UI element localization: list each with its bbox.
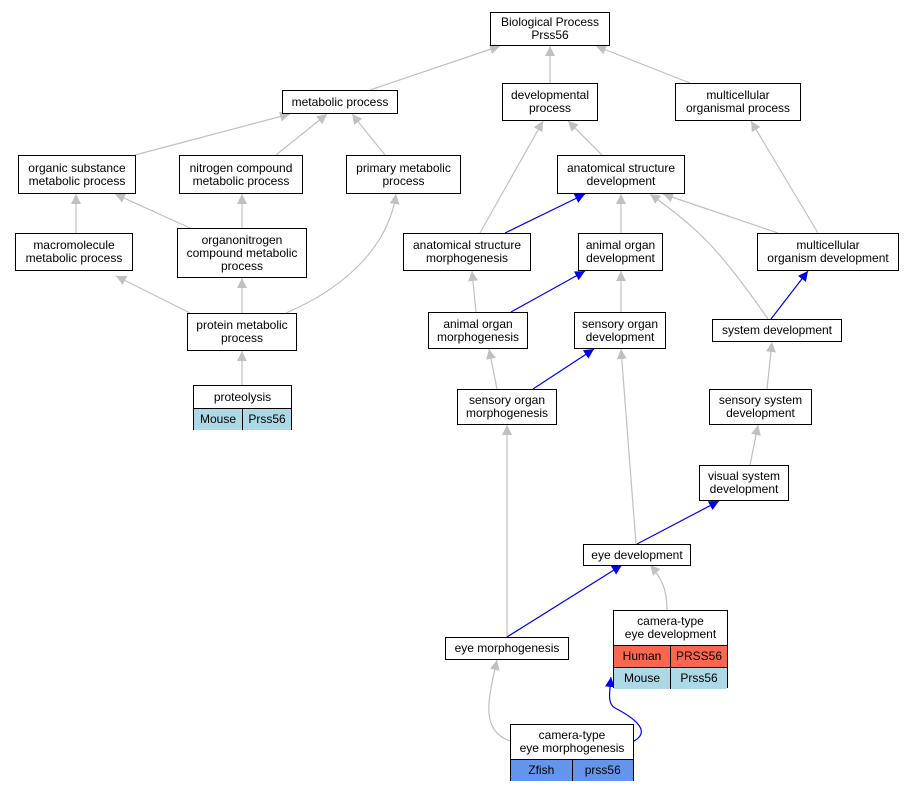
node-eye-development[interactable]: eye development — [583, 544, 691, 566]
node-label: eye development — [591, 547, 683, 562]
annotation-row: Mouse Prss56 — [614, 667, 727, 689]
gene-cell: Prss56 — [242, 409, 291, 430]
edge-eye-dev-to-visual — [636, 500, 720, 545]
node-protein-metabolic-process[interactable]: protein metabolic process — [187, 313, 297, 351]
node-label: multicellular organism development — [767, 238, 889, 265]
edge-system-dev-to-anat-dev — [649, 193, 769, 320]
edge-anat-dev-to-developmental — [567, 120, 603, 156]
node-label: proteolysis — [213, 389, 272, 404]
annotation-row: Human PRSS56 — [614, 645, 727, 667]
node-organic-substance-metabolic-process[interactable]: organic substance metabolic process — [18, 155, 136, 194]
edge-organic-to-metabolic — [134, 111, 291, 156]
edge-primary-to-metabolic — [351, 113, 386, 156]
species-cell: Zfish — [511, 760, 572, 781]
edge-sensory-morph-to-sensory-dev — [532, 348, 595, 390]
node-label: sensory system development — [718, 393, 803, 420]
edge-metabolic-to-bp — [369, 44, 501, 91]
node-label: metabolic process — [291, 94, 389, 109]
node-developmental-process[interactable]: developmental process — [502, 83, 598, 121]
edge-animal-morph-to-anat-morph — [467, 270, 478, 313]
node-label: nitrogen compound metabolic process — [189, 160, 293, 188]
edge-anat-morph-to-anat-dev — [504, 193, 586, 234]
node-anatomical-structure-morphogenesis[interactable]: anatomical structure morphogenesis — [403, 233, 531, 271]
node-sensory-organ-morphogenesis[interactable]: sensory organ morphogenesis — [457, 389, 557, 425]
edge-multicellular-proc-to-bp — [595, 45, 691, 84]
node-label: sensory organ development — [581, 316, 659, 344]
node-label: developmental process — [510, 88, 590, 115]
gene-cell: prss56 — [571, 760, 633, 781]
edge-multi-dev-to-multi-proc — [750, 120, 819, 234]
node-multicellular-organismal-process[interactable]: multicellular organismal process — [675, 83, 801, 121]
edge-camera-dev-to-eye-dev — [649, 564, 668, 611]
node-label: organic substance metabolic process — [28, 160, 126, 188]
edge-anat-morph-to-developmental — [479, 120, 544, 234]
species-cell: Mouse — [194, 409, 242, 430]
node-visual-system-development[interactable]: visual system development — [699, 465, 789, 501]
species-cell: Mouse — [614, 668, 670, 689]
node-camera-type-eye-morphogenesis[interactable]: camera-type eye morphogenesis Zfish prss… — [510, 724, 634, 781]
node-label: macromolecule metabolic process — [25, 238, 123, 265]
edge-protein-to-macromolecule — [115, 275, 191, 314]
edge-nitrogen-to-metabolic — [275, 113, 328, 156]
gene-cell: Prss56 — [670, 668, 727, 689]
node-label: eye morphogenesis — [454, 641, 560, 655]
node-system-development[interactable]: system development — [712, 319, 842, 342]
node-label: system development — [721, 323, 833, 337]
node-primary-metabolic-process[interactable]: primary metabolic process — [346, 155, 461, 194]
node-label: primary metabolic process — [356, 160, 451, 188]
node-eye-morphogenesis[interactable]: eye morphogenesis — [445, 637, 569, 660]
node-label: anatomical structure morphogenesis — [412, 238, 522, 265]
node-animal-organ-development[interactable]: animal organ development — [578, 233, 663, 271]
edge-system-dev-to-multi-dev — [770, 270, 809, 320]
node-sensory-system-development[interactable]: sensory system development — [709, 389, 812, 425]
species-cell: Human — [614, 646, 670, 667]
edge-sensory-sys-to-system-dev — [765, 341, 776, 390]
node-sensory-organ-development[interactable]: sensory organ development — [574, 312, 666, 349]
edge-visual-to-sensory-sys — [749, 424, 761, 466]
annotation-row: Mouse Prss56 — [194, 408, 291, 430]
node-macromolecule-metabolic-process[interactable]: macromolecule metabolic process — [15, 233, 133, 271]
node-label: camera-type eye development — [624, 614, 717, 641]
node-nitrogen-compound-metabolic-process[interactable]: nitrogen compound metabolic process — [179, 155, 303, 194]
node-label: animal organ morphogenesis — [436, 316, 520, 344]
node-biological-process[interactable]: Biological Process Prss56 — [490, 12, 610, 46]
edge-organonitrogen-to-organic — [114, 193, 191, 229]
edge-eye-morph-to-eye-dev — [506, 564, 623, 638]
node-animal-organ-morphogenesis[interactable]: animal organ morphogenesis — [428, 312, 528, 349]
node-camera-type-eye-development[interactable]: camera-type eye development Human PRSS56… — [613, 610, 728, 689]
node-label: animal organ development — [585, 238, 656, 265]
edge-multi-dev-to-anat-dev — [662, 192, 779, 234]
node-label: protein metabolic process — [196, 318, 288, 345]
node-label: organonitrogen compound metabolic proces… — [186, 232, 298, 273]
node-organonitrogen-compound-metabolic-process[interactable]: organonitrogen compound metabolic proces… — [177, 228, 307, 278]
node-label: multicellular organismal process — [685, 88, 791, 115]
node-multicellular-organism-development[interactable]: multicellular organism development — [757, 233, 899, 271]
node-label: camera-type eye morphogenesis — [519, 728, 625, 755]
edge-animal-morph-to-animal-dev — [510, 270, 586, 313]
node-label: sensory organ morphogenesis — [465, 393, 549, 420]
edge-sensory-morph-to-animal-morph — [486, 348, 498, 390]
node-proteolysis[interactable]: proteolysis Mouse Prss56 — [193, 385, 292, 430]
node-label: Biological Process Prss56 — [500, 15, 600, 42]
edge-eye-dev-to-sensory-dev — [616, 348, 637, 545]
node-label: visual system development — [707, 469, 781, 496]
edge-camera-morph-to-camera-dev — [604, 676, 642, 742]
node-metabolic-process[interactable]: metabolic process — [282, 90, 398, 114]
edge-camera-morph-to-eye-morph — [488, 659, 511, 742]
annotation-row: Zfish prss56 — [511, 759, 633, 781]
gene-cell: PRSS56 — [670, 646, 727, 667]
node-anatomical-structure-development[interactable]: anatomical structure development — [557, 155, 685, 194]
edge-protein-to-primary — [285, 193, 400, 314]
node-label: anatomical structure development — [566, 160, 676, 188]
